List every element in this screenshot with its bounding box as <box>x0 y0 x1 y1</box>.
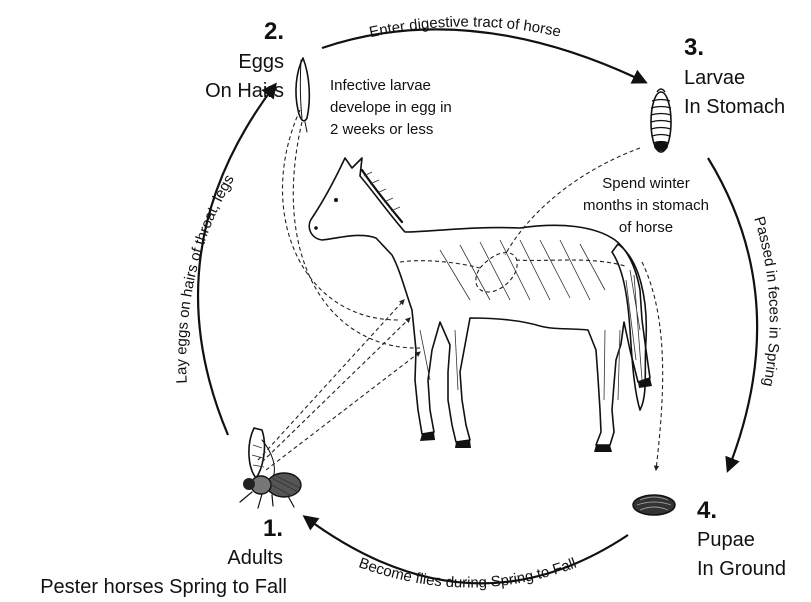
egg-on-hair-illustration <box>296 58 309 132</box>
stage-larvae-subtitle: In Stomach <box>684 96 785 118</box>
note-winter-line-3: of horse <box>619 219 673 236</box>
stage-eggs-subtitle: On Hairs <box>205 80 284 102</box>
transition-label-adults-to-eggs: Lay eggs on hairs of throat, legs <box>173 172 238 384</box>
stage-larvae-number: 3. <box>684 34 704 61</box>
stage-eggs-title: Eggs <box>238 51 284 73</box>
arrow-pupae-to-adults <box>305 517 628 583</box>
stage-adults-title: Adults <box>227 547 283 569</box>
stage-adults-number: 1. <box>263 515 283 542</box>
stage-adults-subtitle: Pester horses Spring to Fall <box>40 576 287 598</box>
note-infective-line-1: Infective larvae <box>330 77 431 94</box>
stage-pupae-label: 4. Pupae In Ground <box>697 497 786 580</box>
stage-larvae-title: Larvae <box>684 67 745 89</box>
stage-adults-label: 1. Adults Pester horses Spring to Fall <box>40 515 287 598</box>
note-infective-larvae: Infective larvae develope in egg in 2 we… <box>330 77 452 138</box>
note-winter: Spend winter months in stomach of horse <box>583 175 709 236</box>
stage-pupae-title: Pupae <box>697 529 755 551</box>
stage-eggs-number: 2. <box>264 18 284 45</box>
note-winter-line-1: Spend winter <box>602 175 690 192</box>
transition-label-eggs-to-larvae: Enter digestive tract of horse <box>368 13 563 41</box>
note-infective-line-2: develope in egg in <box>330 99 452 116</box>
stage-larvae-label: 3. Larvae In Stomach <box>684 34 785 118</box>
pupa-illustration <box>633 495 675 515</box>
arrow-adults-to-eggs <box>198 85 275 435</box>
stage-pupae-number: 4. <box>697 497 717 524</box>
note-infective-line-3: 2 weeks or less <box>330 121 433 138</box>
note-winter-line-2: months in stomach <box>583 197 709 214</box>
dashed-connectors <box>258 110 663 470</box>
arrow-larvae-to-pupae <box>708 158 757 470</box>
transition-label-pupae-to-adults: Become flies during Spring to Fall <box>357 554 579 591</box>
stage-eggs-label: 2. Eggs On Hairs <box>205 18 284 102</box>
adult-bot-fly-illustration <box>240 428 301 508</box>
stage-pupae-subtitle: In Ground <box>697 558 786 580</box>
larva-illustration <box>651 89 671 152</box>
